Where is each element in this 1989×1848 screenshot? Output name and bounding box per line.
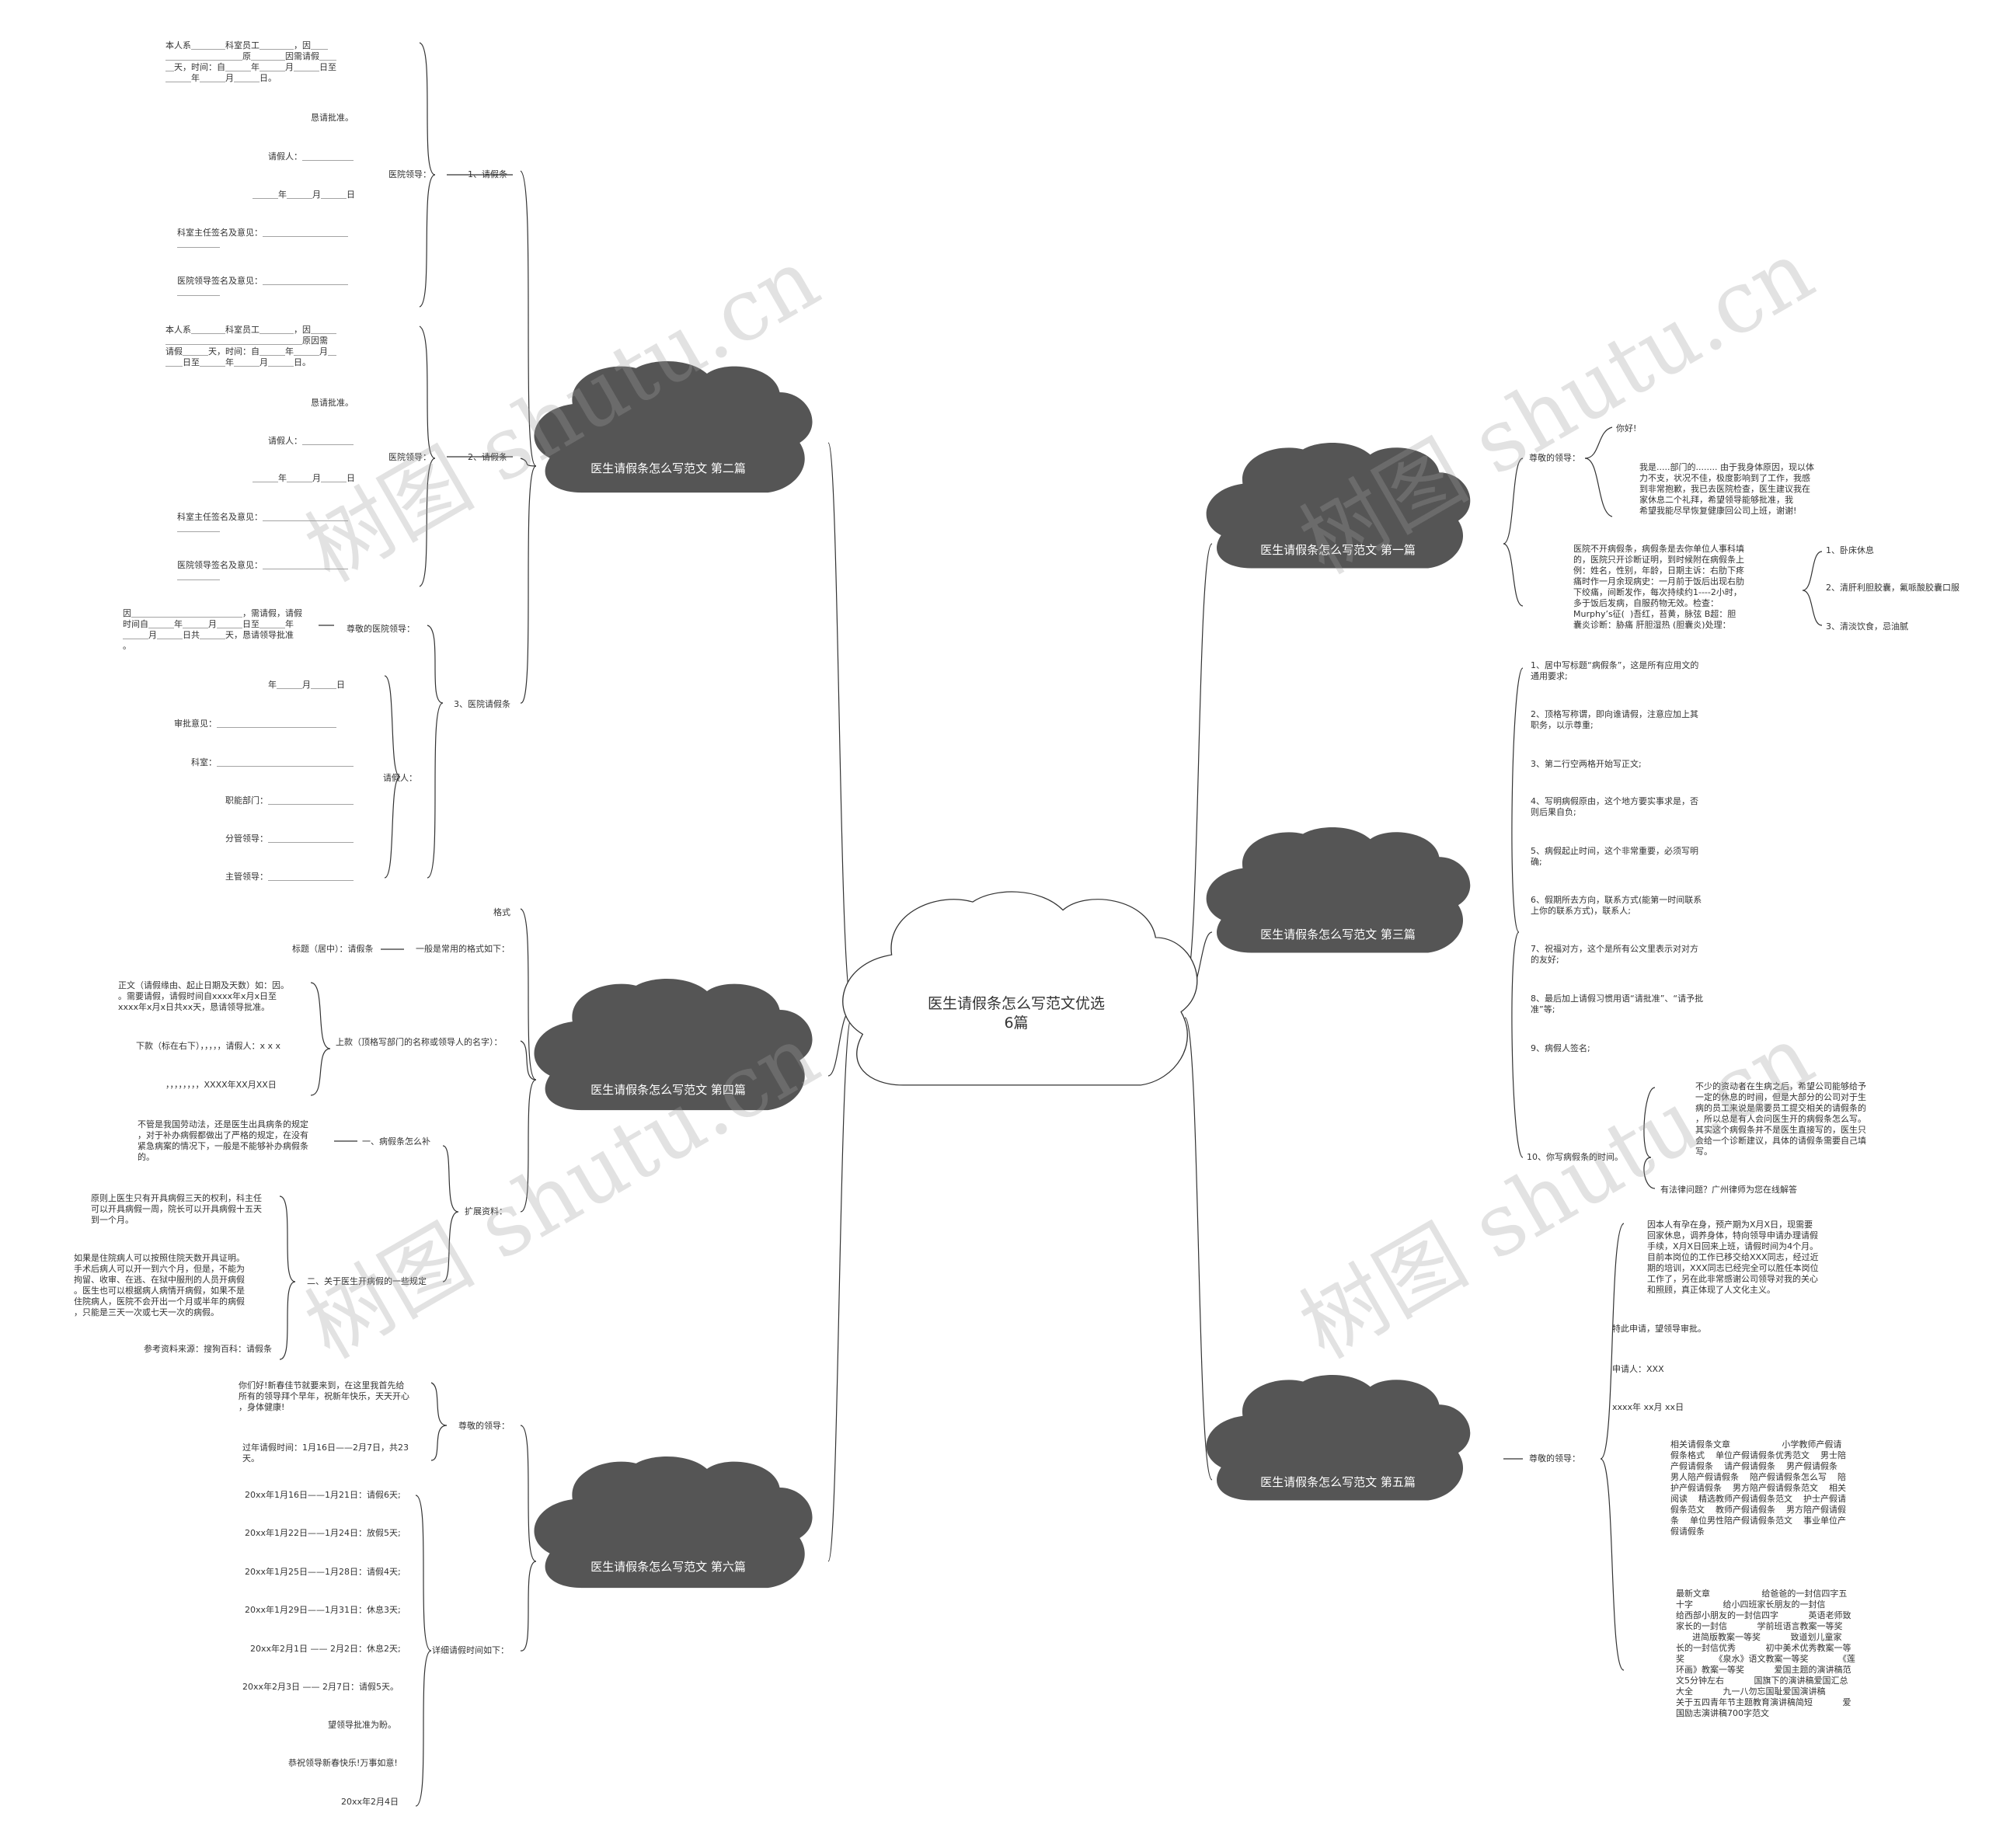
node-step-9[interactable]: 9、病假人签名;	[1531, 1043, 1590, 1053]
node-extended-info[interactable]: 扩展资料：	[465, 1206, 507, 1216]
node-latest-articles[interactable]: 最新文章 给爸爸的一封信四字五 十字 给小四班家长朋友的一封信 给西部小朋友的一…	[1676, 1589, 1855, 1718]
branch-title-2[interactable]: 医生请假条怎么写范文 第二篇	[590, 461, 746, 475]
node-upper-section[interactable]: 上款（顶格写部门的名称或领导人的名字）：	[336, 1037, 503, 1047]
node-text[interactable]: 我是.....部门的........ 由于我身体原因，现以体 力不支，状况不佳，…	[1639, 462, 1814, 516]
node-text[interactable]: 20xx年1月29日——1月31日：休息3天;	[245, 1605, 401, 1615]
node-text[interactable]: 20xx年2月3日 —— 2月7日：请假5天。	[242, 1682, 399, 1692]
node-text[interactable]: xxxx年 xx月 xx日	[1612, 1402, 1684, 1412]
node-step-5[interactable]: 5、病假起止时间，这个非常重要，必须写明 确;	[1531, 846, 1698, 867]
node-text[interactable]: 原则上医生只有开具病假三天的权利，科主任 可以开具病假一周，院长可以开具病假十五…	[91, 1193, 262, 1225]
node-text[interactable]: 20xx年1月16日——1月21日：请假6天;	[245, 1490, 401, 1500]
node-text[interactable]: 20xx年1月22日——1月24日：放假5天;	[245, 1528, 401, 1538]
node-text[interactable]: 正文（请假缘由、起止日期及天数）如：因。 。需要请假，请假时间自xxxx年x月x…	[118, 980, 289, 1012]
node-text[interactable]: 本人系＿＿＿＿科室员工＿＿＿＿，因＿＿＿ ＿＿＿＿＿＿＿＿＿＿＿＿＿＿＿＿原因需…	[165, 325, 336, 367]
node-step-3[interactable]: 3、第二行空两格开始写正文;	[1531, 759, 1642, 769]
branch-title-4[interactable]: 医生请假条怎么写范文 第四篇	[590, 1083, 746, 1097]
node-text[interactable]: 职能部门：＿＿＿＿＿＿＿＿＿＿	[225, 795, 354, 806]
node-text[interactable]: 分管领导：＿＿＿＿＿＿＿＿＿＿	[225, 834, 354, 844]
node-text[interactable]: 3、清淡饮食，忌油腻	[1826, 621, 1908, 632]
node-step-1[interactable]: 1、居中写标题“病假条”，这是所有应用文的 通用要求;	[1531, 660, 1699, 681]
node-text[interactable]: 过年请假时间：1月16日——2月7日，共23 天。	[242, 1443, 409, 1463]
branch-title-1[interactable]: 医生请假条怎么写范文 第一篇	[1260, 543, 1416, 557]
node-text[interactable]: 审批意见：＿＿＿＿＿＿＿＿＿＿＿＿＿＿	[174, 719, 336, 729]
node-text[interactable]: ，，，，，，，，XXXX年XX月XX日	[165, 1080, 277, 1090]
node-text[interactable]: 你好!	[1616, 423, 1637, 433]
node-text[interactable]: 20xx年2月4日	[341, 1797, 399, 1807]
node-text[interactable]: ＿＿＿年＿＿＿月＿＿＿日	[253, 473, 355, 483]
node-common-format[interactable]: 一般是常用的格式如下：	[416, 944, 510, 954]
node-step-7[interactable]: 7、祝福对方，这个是所有公文里表示对对方 的友好;	[1531, 944, 1698, 965]
node-text[interactable]: 有法律问题？广州律师为您在线解答	[1660, 1185, 1797, 1195]
node-step-6[interactable]: 6、假期所去方向，联系方式(能第一时间联系 上你的联系方式)，联系人;	[1531, 895, 1702, 916]
node-text[interactable]: 20xx年1月25日——1月28日：请假4天;	[245, 1567, 401, 1577]
node-text[interactable]: 医院领导签名及意见：＿＿＿＿＿＿＿＿＿＿ ＿＿＿＿＿	[177, 276, 348, 297]
node-text[interactable]: ＿＿＿年＿＿＿月＿＿＿日	[253, 190, 355, 200]
node-respected-leader[interactable]: 尊敬的医院领导：	[347, 624, 415, 634]
node-text[interactable]: 不管是我国劳动法，还是医生出具病条的规定 ，对于补办病假都做出了严格的规定，在没…	[138, 1119, 308, 1162]
node-step-10[interactable]: 10、你写病假条的时间。	[1527, 1152, 1623, 1162]
node-format[interactable]: 格式	[493, 907, 510, 917]
node-text[interactable]: 不少的资动者在生病之后，希望公司能够给予 一定的休息的时间，但是大部分的公司对于…	[1695, 1081, 1866, 1157]
node-hospital-leader-1[interactable]: 医院领导：	[388, 169, 431, 179]
node-text[interactable]: 因本人有孕在身，预产期为X月X日，现需要 回家休息，调养身体，特向领导申请办理请…	[1647, 1220, 1819, 1295]
node-applicant[interactable]: 请假人：	[383, 773, 417, 783]
node-text[interactable]: 请假人：＿＿＿＿＿＿	[268, 151, 354, 162]
node-text[interactable]: 1、卧床休息	[1826, 545, 1874, 555]
node-text[interactable]: 本人系＿＿＿＿科室员工＿＿＿＿，因＿＿ ＿＿＿＿＿＿＿＿＿原＿＿＿＿因需请假＿＿…	[165, 40, 336, 83]
node-text[interactable]: 科室主任签名及意见：＿＿＿＿＿＿＿＿＿＿ ＿＿＿＿＿	[177, 512, 348, 533]
branch-title-3[interactable]: 医生请假条怎么写范文 第三篇	[1260, 927, 1416, 941]
node-text[interactable]: 特此申请，望领导审批。	[1612, 1324, 1706, 1334]
central-topic[interactable]: 医生请假条怎么写范文优选6篇	[927, 995, 1105, 1032]
node-text[interactable]: 年＿＿＿月＿＿＿日	[268, 680, 345, 690]
node-text[interactable]: 请假人：＿＿＿＿＿＿	[268, 436, 354, 446]
branch-title-6[interactable]: 医生请假条怎么写范文 第六篇	[590, 1560, 746, 1574]
node-text[interactable]: 申请人：XXX	[1612, 1364, 1664, 1374]
node-text[interactable]: 20xx年2月1日 —— 2月2日：休息2天;	[250, 1644, 401, 1654]
node-text[interactable]: 主管领导：＿＿＿＿＿＿＿＿＿＿	[225, 872, 354, 882]
node-text[interactable]: 如果是住院病人可以按照住院天数开具证明。 手术后病人可以开一到六个月，但是，不能…	[74, 1253, 245, 1317]
node-text[interactable]: 恳请批准。	[311, 113, 354, 123]
node-sick-leave-supplement[interactable]: 一、病假条怎么补	[362, 1136, 430, 1147]
node-text[interactable]: 医院不开病假条，病假条是去你单位人事科填 的，医院只开诊断证明，到时候附在病假条…	[1573, 544, 1744, 630]
node-text[interactable]: 恳请批准。	[311, 398, 354, 408]
node-respected-leader-1[interactable]: 尊敬的领导：	[1529, 453, 1580, 463]
node-text[interactable]: 望领导批准为盼。	[328, 1720, 396, 1730]
node-hospital-leave-note[interactable]: 3、医院请假条	[454, 699, 510, 709]
node-text[interactable]: 标题（居中）：请假条	[292, 944, 374, 954]
node-related-articles[interactable]: 相关请假条文章 小学教师产假请 假条格式 单位产假请假条优秀范文 男士陪 产假请…	[1670, 1439, 1846, 1537]
node-detailed-time[interactable]: 详细请假时间如下：	[432, 1645, 509, 1655]
node-text[interactable]: 2、清肝利胆胶囊，氟哌酸胶囊口服	[1826, 583, 1959, 593]
node-hospital-leader-2[interactable]: 医院领导：	[388, 452, 431, 462]
node-step-8[interactable]: 8、最后加上请假习惯用语“请批准”、“请予批 准”等;	[1531, 994, 1704, 1014]
node-doctor-rules[interactable]: 二、关于医生开病假的一些规定	[307, 1276, 427, 1286]
central-topic-cloud	[842, 891, 1198, 1086]
node-step-4[interactable]: 4、写明病假原由，这个地方要实事求是，否 则后果自负;	[1531, 796, 1698, 817]
branch-title-5[interactable]: 医生请假条怎么写范文 第五篇	[1260, 1475, 1416, 1489]
node-text[interactable]: 你们好!新春佳节就要来到，在这里我首先给 所有的领导拜个早年，祝新年快乐，天天开…	[239, 1380, 409, 1412]
node-step-2[interactable]: 2、顶格写称谓，即向谁请假，注意应加上其 职务，以示尊重;	[1531, 709, 1698, 730]
node-text[interactable]: 科室：＿＿＿＿＿＿＿＿＿＿＿＿＿＿＿＿	[191, 757, 354, 767]
node-leave-note-1[interactable]: 1、请假条	[468, 169, 507, 179]
node-respected-leader-5[interactable]: 尊敬的领导：	[1529, 1453, 1580, 1463]
node-text[interactable]: 医院领导签名及意见：＿＿＿＿＿＿＿＿＿＿ ＿＿＿＿＿	[177, 560, 348, 581]
node-respected-leader-6[interactable]: 尊敬的领导：	[458, 1421, 510, 1431]
node-text[interactable]: 因＿＿＿＿＿＿＿＿＿＿＿＿＿，需请假，请假 时间自＿＿＿年＿＿＿月＿＿＿日至＿＿…	[123, 608, 302, 651]
node-text[interactable]: 参考资料来源：搜狗百科：请假条	[144, 1344, 272, 1354]
node-text[interactable]: 恭祝领导新春快乐!万事如意!	[288, 1758, 398, 1768]
node-leave-note-2[interactable]: 2、请假条	[468, 452, 507, 462]
node-text[interactable]: 科室主任签名及意见：＿＿＿＿＿＿＿＿＿＿ ＿＿＿＿＿	[177, 228, 348, 249]
node-text[interactable]: 下款（标在右下），，，，，请假人：x x x	[136, 1041, 281, 1051]
